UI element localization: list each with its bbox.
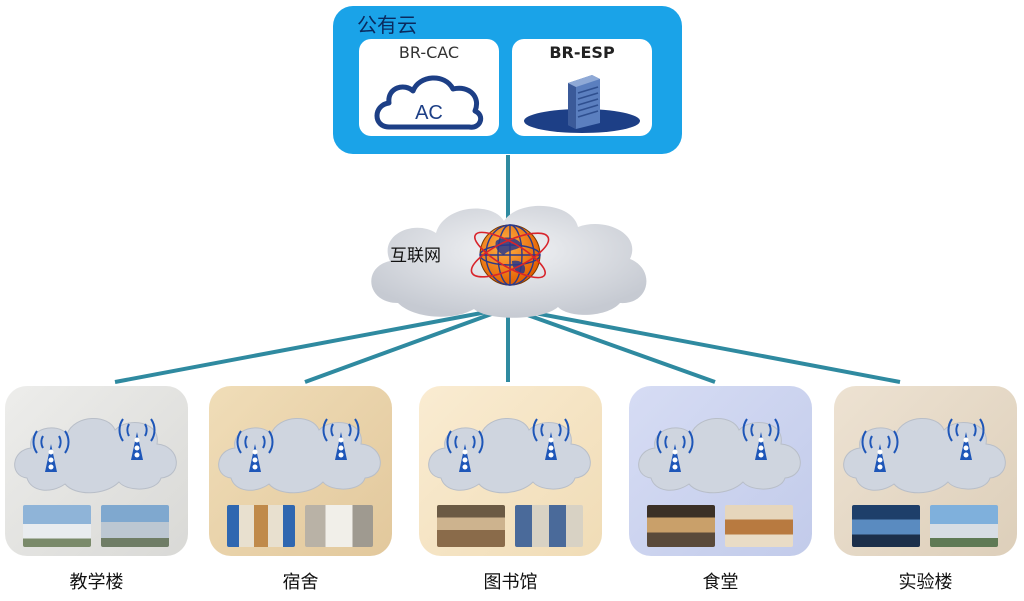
zone-label-lab: 实验楼 — [898, 572, 953, 593]
wlan-cloud — [638, 417, 801, 494]
wifi-antenna-icon — [947, 418, 985, 460]
wifi-antenna-icon — [446, 430, 484, 472]
internet-cloud-shape — [371, 205, 647, 318]
ac-cloud-icon: AC — [374, 75, 484, 130]
wlan-cloud — [428, 417, 591, 494]
wifi-antenna-icon — [322, 418, 360, 460]
link-internet-dorm — [304, 306, 509, 384]
globe-icon — [470, 224, 550, 286]
zone-library[interactable] — [419, 386, 602, 556]
public-cloud-title: 公有云 — [357, 13, 417, 37]
link-internet-teaching — [114, 306, 509, 384]
wifi-antenna-icon — [656, 430, 694, 472]
building-photo — [101, 505, 169, 547]
library-photo — [437, 505, 505, 547]
server-tower-icon — [524, 75, 640, 133]
server-br-esp-label: BR-ESP — [549, 43, 615, 62]
internet-label: 互联网 — [390, 246, 441, 266]
zone-label-dormitory: 宿舍 — [282, 572, 319, 593]
link-internet-canteen — [507, 306, 716, 384]
dorm-photo — [305, 505, 373, 547]
dorm-photo — [227, 505, 295, 547]
wifi-antenna-icon — [861, 430, 899, 472]
zone-label-library: 图书馆 — [483, 572, 538, 593]
zone-canteen[interactable] — [629, 386, 812, 556]
wifi-antenna-icon — [32, 430, 70, 472]
wlan-cloud — [14, 417, 177, 494]
server-br-cac-label: BR-CAC — [398, 43, 460, 62]
wlan-cloud — [843, 417, 1006, 494]
building-photo — [23, 505, 91, 547]
wifi-antenna-icon — [742, 418, 780, 460]
zone-label-teaching: 教学楼 — [69, 572, 124, 593]
wlan-cloud — [218, 417, 381, 494]
wifi-antenna-icon — [118, 418, 156, 460]
zone-lab-building[interactable] — [834, 386, 1017, 556]
public-cloud-panel: 公有云 BR-CAC AC BR-ESP — [333, 6, 682, 154]
zone-dormitory[interactable] — [209, 386, 392, 556]
server-br-cac[interactable]: BR-CAC AC — [359, 39, 499, 136]
canteen-photo — [647, 505, 715, 547]
zone-teaching-building[interactable] — [5, 386, 188, 556]
ac-icon-text: AC — [415, 102, 443, 124]
wifi-antenna-icon — [236, 430, 274, 472]
wifi-antenna-icon — [532, 418, 570, 460]
library-photo — [515, 505, 583, 547]
lab-photo — [852, 505, 920, 547]
internet-cloud: 互联网 — [358, 195, 658, 320]
server-br-esp[interactable]: BR-ESP — [512, 39, 652, 136]
lab-photo — [930, 505, 998, 547]
canteen-photo — [725, 505, 793, 547]
link-internet-lab — [507, 306, 901, 384]
zone-label-canteen: 食堂 — [702, 572, 739, 593]
